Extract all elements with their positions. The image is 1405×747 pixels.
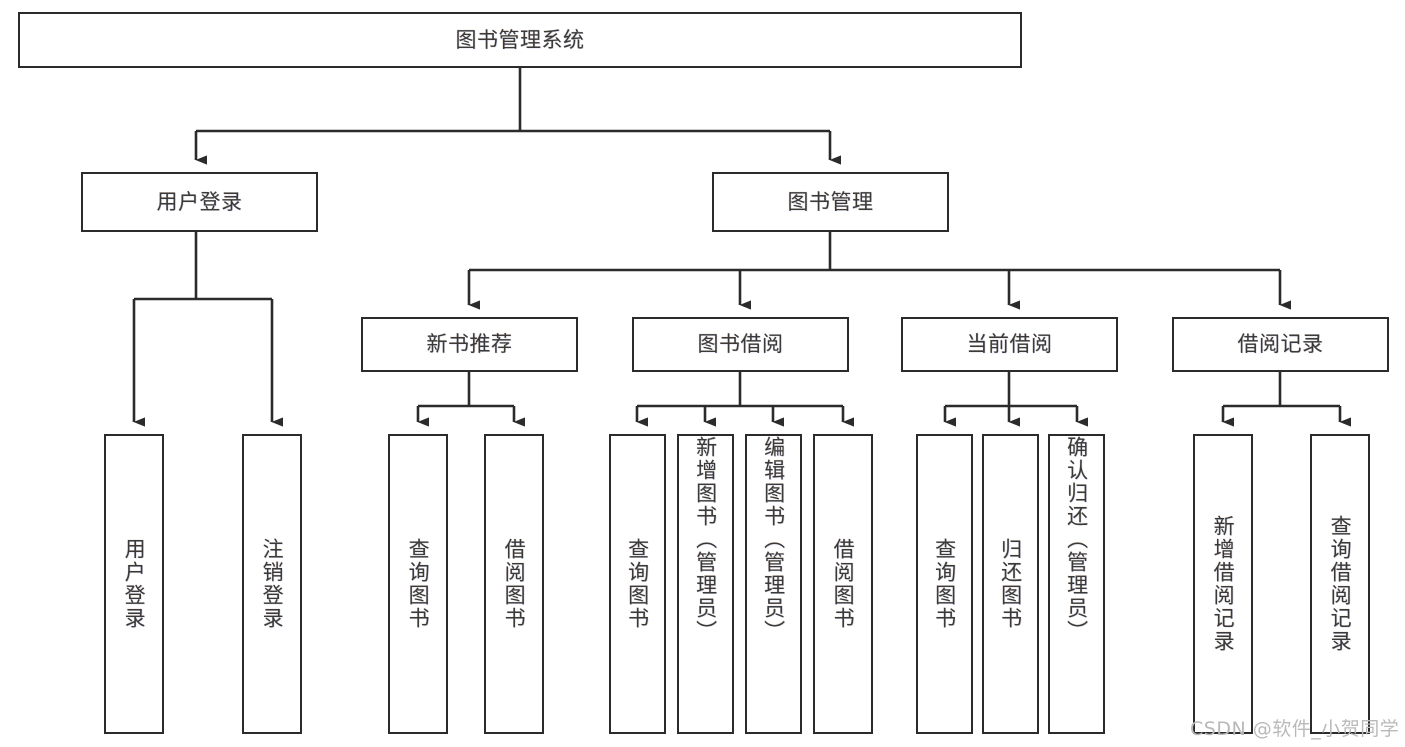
node-book-manage-label: 图书管理 — [787, 189, 874, 214]
node-leaf-edit-book[interactable]: 编辑图书（管理员） — [745, 434, 802, 734]
node-leaf-logout-login-label: 注销登录 — [260, 538, 285, 630]
node-leaf-return-book-label: 归还图书 — [998, 538, 1023, 630]
node-leaf-query-book-3[interactable]: 查询图书 — [916, 434, 973, 734]
node-leaf-borrow-book-2-label: 借阅图书 — [831, 538, 856, 630]
node-leaf-edit-book-label: 编辑图书（管理员） — [761, 436, 786, 643]
node-leaf-logout-login[interactable]: 注销登录 — [242, 434, 302, 734]
node-borrow-record[interactable]: 借阅记录 — [1172, 317, 1389, 372]
node-leaf-query-book-1[interactable]: 查询图书 — [388, 434, 448, 734]
node-current-borrow[interactable]: 当前借阅 — [901, 317, 1118, 372]
node-leaf-user-login[interactable]: 用户登录 — [104, 434, 164, 734]
node-leaf-confirm-return[interactable]: 确认归还（管理员） — [1048, 434, 1105, 734]
node-leaf-user-login-label: 用户登录 — [122, 538, 147, 630]
node-leaf-query-book-1-label: 查询图书 — [406, 538, 431, 630]
node-leaf-add-record[interactable]: 新增借阅记录 — [1193, 434, 1253, 734]
node-root-label: 图书管理系统 — [455, 27, 585, 52]
node-leaf-borrow-book-2[interactable]: 借阅图书 — [813, 434, 873, 734]
node-leaf-query-record[interactable]: 查询借阅记录 — [1310, 434, 1370, 734]
node-current-borrow-label: 当前借阅 — [966, 332, 1053, 357]
node-book-borrow[interactable]: 图书借阅 — [632, 317, 849, 372]
node-leaf-add-book[interactable]: 新增图书（管理员） — [677, 434, 734, 734]
node-leaf-query-book-3-label: 查询图书 — [932, 538, 957, 630]
node-leaf-query-record-label: 查询借阅记录 — [1328, 515, 1353, 653]
node-new-book-rec-label: 新书推荐 — [426, 332, 513, 357]
node-leaf-query-book-2[interactable]: 查询图书 — [609, 434, 666, 734]
node-new-book-rec[interactable]: 新书推荐 — [361, 317, 578, 372]
node-borrow-record-label: 借阅记录 — [1237, 332, 1324, 357]
node-leaf-borrow-book-1[interactable]: 借阅图书 — [484, 434, 544, 734]
node-book-borrow-label: 图书借阅 — [697, 332, 784, 357]
node-leaf-query-book-2-label: 查询图书 — [625, 538, 650, 630]
node-book-manage[interactable]: 图书管理 — [712, 172, 949, 232]
node-root[interactable]: 图书管理系统 — [18, 12, 1022, 68]
node-user-login-label: 用户登录 — [156, 189, 243, 214]
node-leaf-return-book[interactable]: 归还图书 — [982, 434, 1039, 734]
node-user-login[interactable]: 用户登录 — [81, 172, 318, 232]
node-leaf-add-book-label: 新增图书（管理员） — [693, 436, 718, 643]
node-leaf-borrow-book-1-label: 借阅图书 — [502, 538, 527, 630]
node-leaf-confirm-return-label: 确认归还（管理员） — [1064, 436, 1089, 643]
node-leaf-add-record-label: 新增借阅记录 — [1211, 515, 1236, 653]
